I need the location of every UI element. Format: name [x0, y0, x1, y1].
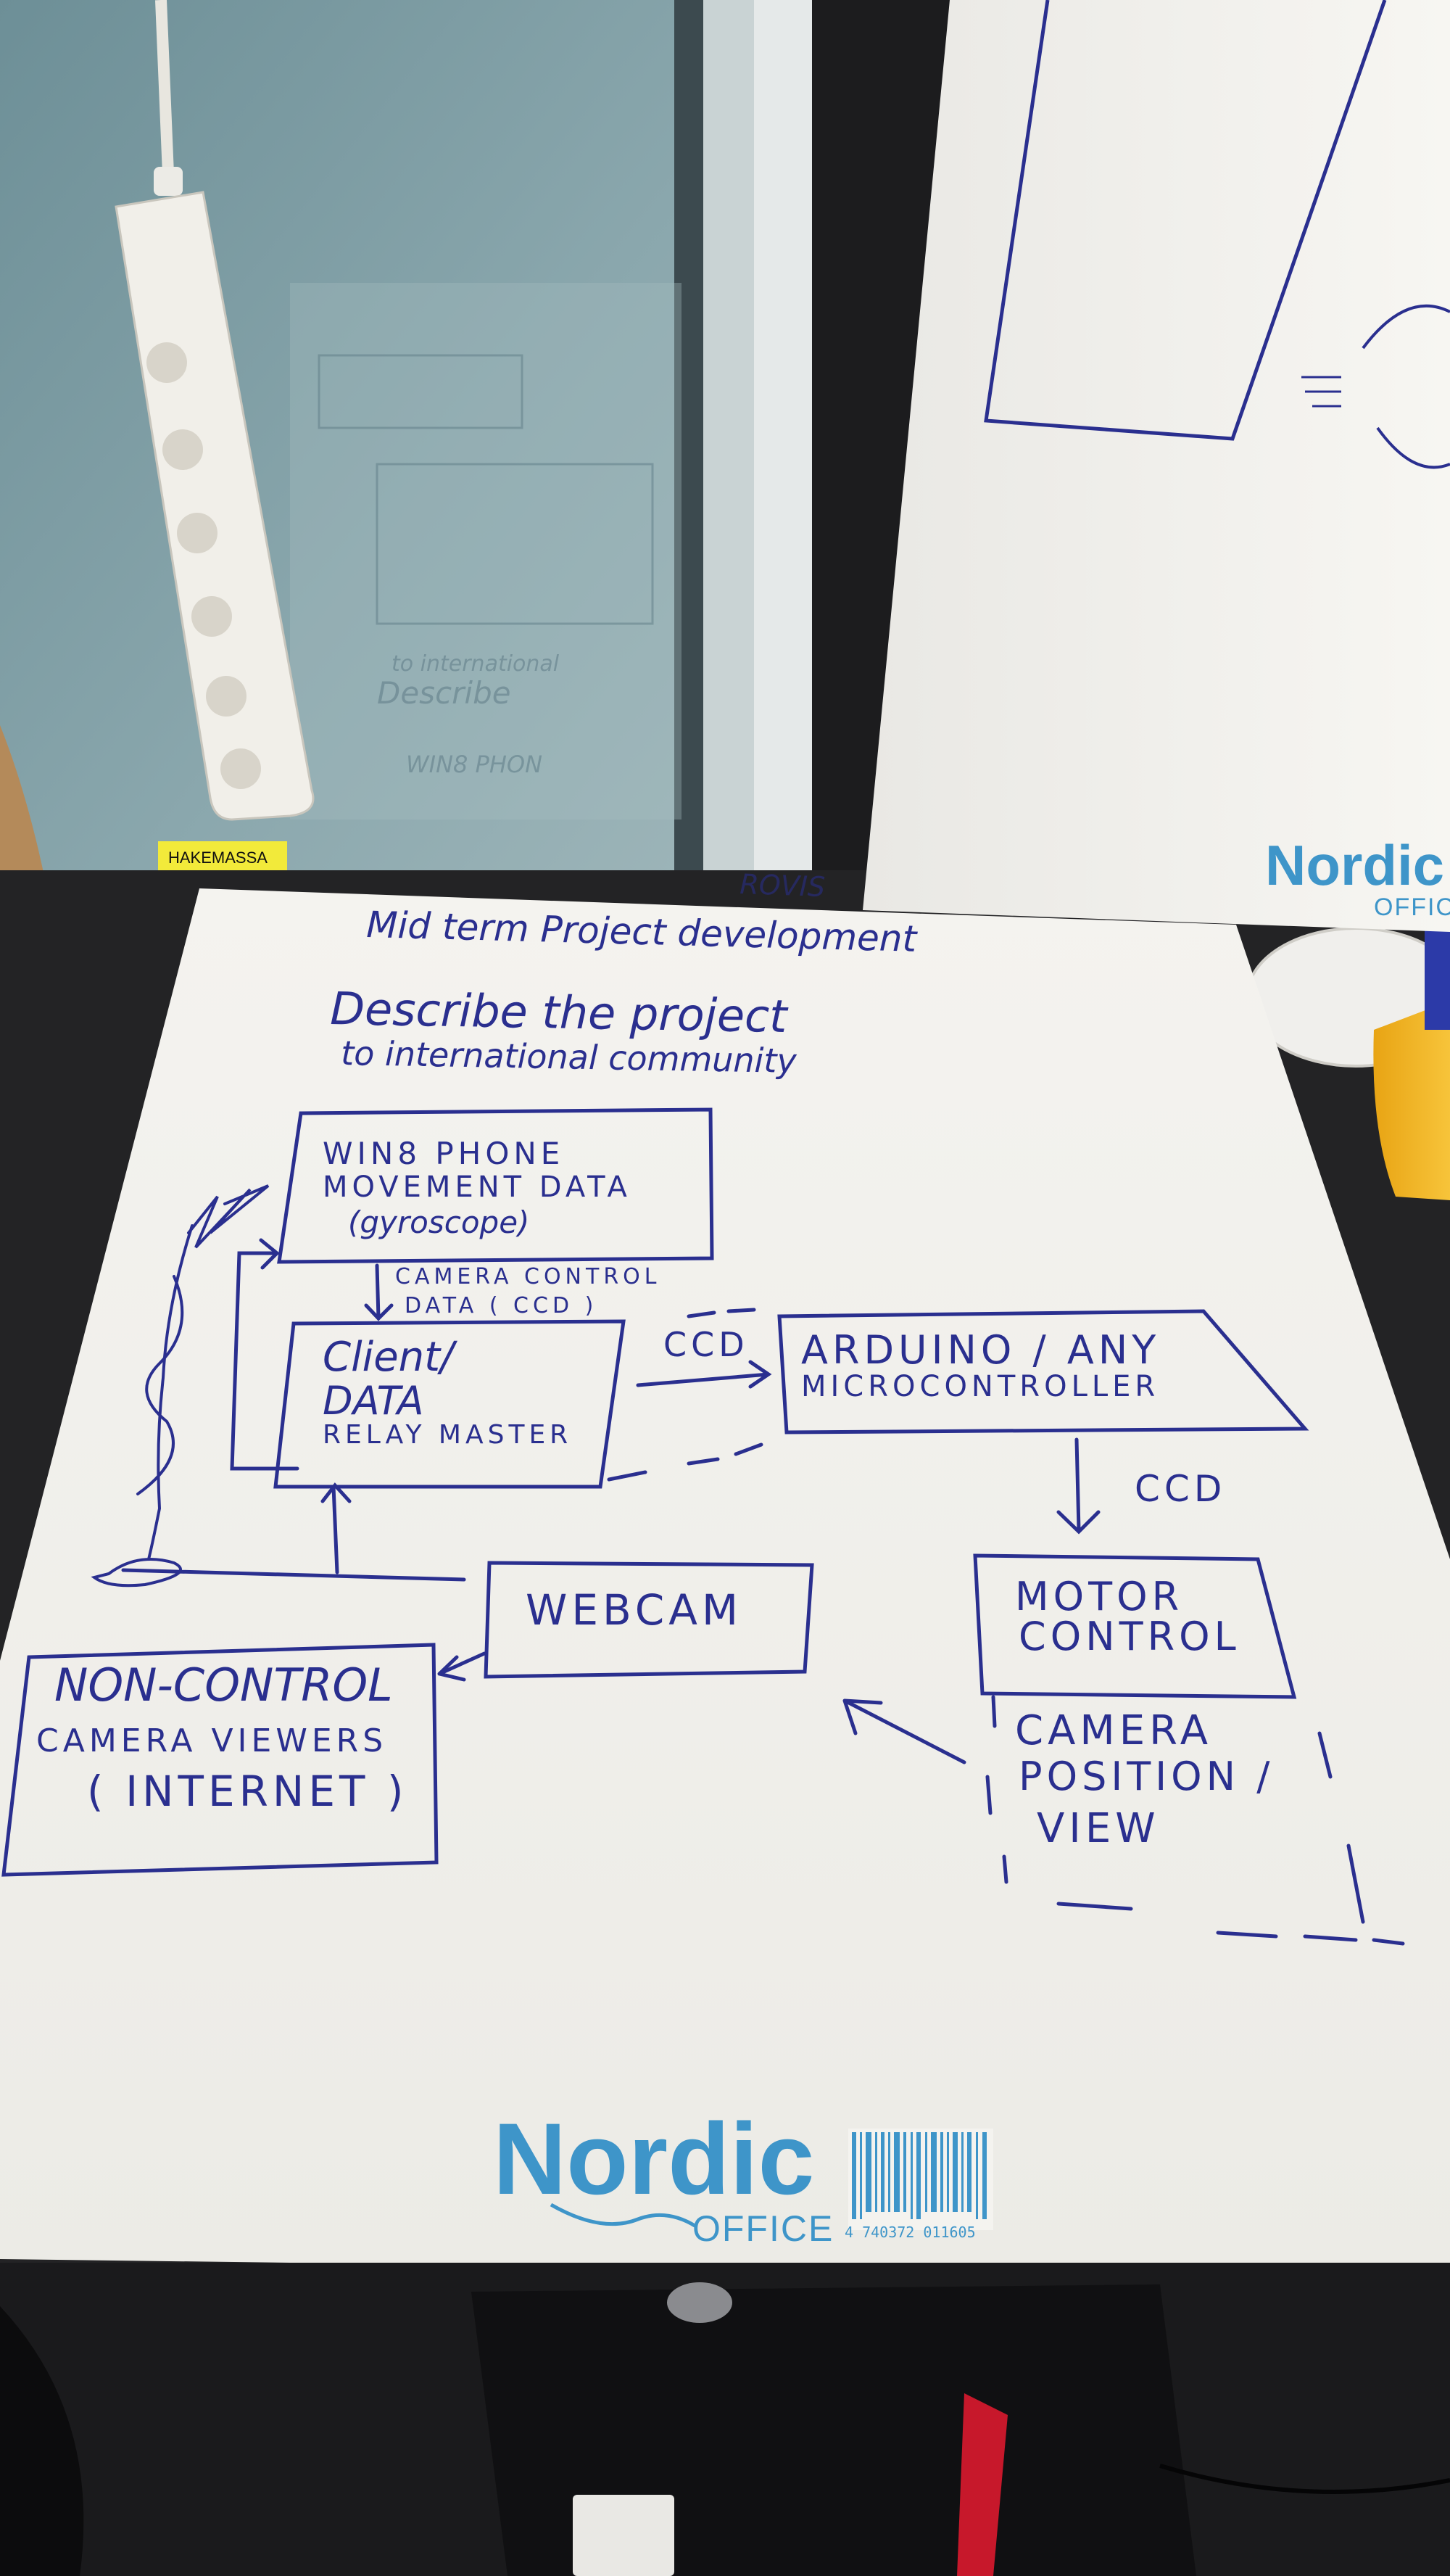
viewers-box	[1, 1643, 439, 1877]
camera-view-label-2: POSITION /	[1019, 1754, 1274, 1799]
diagram-labels: WIN8 PHONE MOVEMENT DATA (gyroscope) CAM…	[36, 1136, 1274, 1852]
viewers-label-2: CAMERA VIEWERS	[36, 1722, 387, 1759]
camera-view-label-3: VIEW	[1037, 1805, 1160, 1852]
back-flipchart: Nordic OFFIC	[863, 0, 1450, 932]
logo-main: Nordic	[493, 2102, 814, 2216]
main-flipchart	[0, 888, 1450, 2277]
subtitle-line-1: Describe the project	[330, 982, 790, 1043]
client-box	[273, 1319, 626, 1489]
barcode: 4 740372 011605	[845, 2129, 993, 2241]
glass-reflection: to international Describe WIN8 PHON	[290, 283, 682, 820]
camera-view-label-1: CAMERA	[1015, 1707, 1212, 1754]
arduino-box	[777, 1309, 1309, 1434]
reflection-line-1: to international	[392, 651, 560, 677]
phone-box	[277, 1107, 714, 1264]
system-diagram	[1, 1107, 1405, 1946]
top-logo-main: Nordic	[1265, 833, 1444, 897]
client-arduino-edge: CCD	[663, 1325, 749, 1364]
webcam-box	[484, 1561, 814, 1679]
phone-client-edge-2: DATA ( CCD )	[405, 1293, 597, 1318]
client-label-3: RELAY MASTER	[323, 1420, 572, 1450]
reflection-line-2: Describe	[377, 675, 511, 711]
logo-sub: OFFICE	[692, 2208, 834, 2249]
viewers-label-3: ( INTERNET )	[87, 1767, 407, 1816]
arduino-label-1: ARDUINO / ANY	[801, 1327, 1160, 1373]
motor-label-2: CONTROL	[1019, 1614, 1240, 1659]
top-logo-sub: OFFIC	[1374, 893, 1450, 921]
glass-wall	[0, 0, 812, 870]
camera-view-outline	[985, 1695, 1405, 1946]
reflection-line-3: WIN8 PHON	[406, 751, 542, 778]
client-label-1: Client/	[323, 1334, 457, 1381]
sticky-note-text: HAKEMASSA	[168, 849, 268, 867]
webcam-label: WEBCAM	[526, 1585, 742, 1635]
sticky-note: HAKEMASSA	[158, 841, 287, 872]
corner-note: ROVIS	[740, 868, 826, 903]
scribble-figure	[91, 1184, 270, 1588]
subtitle-line-2: to international community	[341, 1033, 798, 1081]
phone-label-3: (gyroscope)	[348, 1205, 529, 1240]
phone-label-2: MOVEMENT DATA	[323, 1171, 631, 1204]
viewers-label-1: NON-CONTROL	[54, 1659, 393, 1712]
motor-box	[973, 1553, 1297, 1699]
arduino-motor-edge: CCD	[1135, 1468, 1226, 1510]
nordic-office-logo: Nordic OFFICE	[493, 2102, 834, 2249]
phone-label-1: WIN8 PHONE	[323, 1136, 564, 1171]
phone-client-edge-1: CAMERA CONTROL	[395, 1264, 661, 1289]
power-strip	[115, 0, 315, 821]
barcode-number: 4 740372 011605	[845, 2224, 976, 2241]
floor-objects	[0, 2263, 1450, 2576]
client-label-2: DATA	[323, 1378, 424, 1424]
motor-label-1: MOTOR	[1015, 1574, 1183, 1619]
arduino-label-2: MICROCONTROLLER	[801, 1370, 1159, 1403]
